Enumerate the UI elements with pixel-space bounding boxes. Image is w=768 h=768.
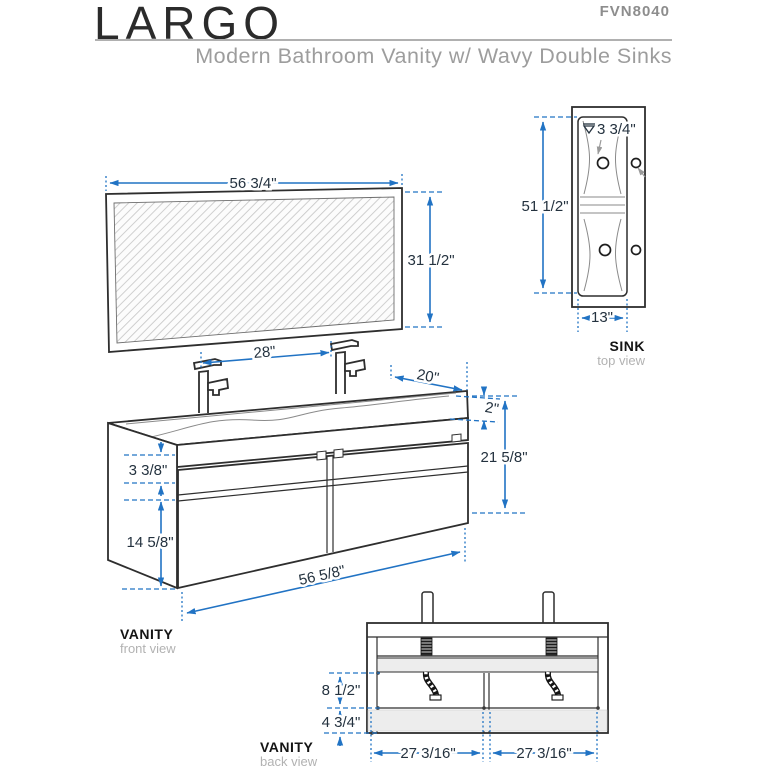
dimension-back-bottom-height: 4 3/4" xyxy=(319,710,377,746)
faucet-right xyxy=(329,339,366,394)
sink-rim-line xyxy=(125,392,457,425)
sink-top-view: 3 3/4" 51 1/2" 13" SINK top view xyxy=(519,106,646,368)
dimension-drain-depth: 3 3/4" xyxy=(582,119,646,178)
sink-length-value: 51 1/2" xyxy=(521,198,568,215)
dimension-counter-thickness: 2" xyxy=(449,386,502,430)
drain-depth-value: 3 3/4" xyxy=(597,121,636,138)
dimension-mirror-height: 31 1/2" xyxy=(405,191,457,328)
ref-dot xyxy=(596,706,600,710)
dimension-back-drawer-height: 8 1/2" xyxy=(319,672,380,709)
dimension-counter-depth: 20" xyxy=(390,362,468,392)
faucet-pipe-right xyxy=(542,591,555,627)
faucet-hole-top xyxy=(630,157,642,169)
wavy-basin-line xyxy=(141,395,450,440)
vanity-front-view: 28" 20" 2" 21 5/8" xyxy=(107,339,530,656)
faucet-shank-left xyxy=(420,637,433,656)
faucet-hole-bottom xyxy=(630,244,642,256)
back-left-width-value: 27 3/16" xyxy=(400,745,455,762)
page-subtitle: Modern Bathroom Vanity w/ Wavy Double Si… xyxy=(195,44,672,68)
drawer-handle-center-left xyxy=(316,450,327,461)
vanity-back-label: VANITY xyxy=(260,739,313,755)
drain-trap-left xyxy=(422,671,442,701)
mirror-front-view: 56 3/4" 31 1/2" xyxy=(105,173,457,353)
sink-width-value: 13" xyxy=(591,309,613,326)
model-number: FVN8040 xyxy=(599,3,670,20)
faucet-left xyxy=(192,358,229,413)
overall-height-value: 21 5/8" xyxy=(480,449,527,466)
back-upper-band xyxy=(376,657,599,673)
back-bottom-height-value: 4 3/4" xyxy=(322,714,361,731)
mirror-height-value: 31 1/2" xyxy=(407,252,454,269)
faucet-shank-right xyxy=(545,637,558,656)
drawer-gap-line-2 xyxy=(177,471,469,502)
header-divider xyxy=(95,39,672,41)
upper-drawer-value: 3 3/8" xyxy=(129,462,168,479)
counter-thickness-value: 2" xyxy=(484,399,500,418)
dimension-faucet-spacing: 28" xyxy=(200,341,332,368)
sink-view-label: SINK xyxy=(610,338,645,354)
vanity-front-label: VANITY xyxy=(120,626,173,642)
drain-hole-bottom xyxy=(598,243,612,257)
dimension-upper-drawer: 3 3/8" xyxy=(124,442,175,496)
drain-hole-top xyxy=(596,156,610,170)
vanity-back-view: 8 1/2" 4 3/4" 27 3/16" 27 3/16" VANITY b… xyxy=(260,591,609,768)
mirror-glass-hatched xyxy=(113,196,395,344)
sink-view-sublabel: top view xyxy=(597,353,645,368)
vanity-front-sublabel: front view xyxy=(120,641,176,656)
ref-dot xyxy=(482,706,486,710)
dimension-mirror-width: 56 3/4" xyxy=(105,173,403,195)
dimension-sink-width: 13" xyxy=(577,299,628,332)
vanity-width-value: 56 5/8" xyxy=(297,562,347,589)
lower-drawer-value: 14 5/8" xyxy=(126,534,173,551)
dimension-sink-length: 51 1/2" xyxy=(519,116,577,294)
dimension-lower-drawer: 14 5/8" xyxy=(122,499,178,590)
sink-basin-wavy-contours xyxy=(580,120,625,292)
drawer-gap-line-1 xyxy=(177,465,469,496)
drain-trap-right xyxy=(544,671,564,701)
page-title: LARGO xyxy=(94,0,286,49)
back-drawer-height-value: 8 1/2" xyxy=(322,682,361,699)
counter-depth-value: 20" xyxy=(415,366,440,387)
back-right-width-value: 27 3/16" xyxy=(516,745,571,762)
drawer-handle-right xyxy=(451,433,462,443)
cabinet-left-panel xyxy=(107,421,178,590)
depth-symbol-icon xyxy=(582,123,596,135)
dimension-overall-height: 21 5/8" xyxy=(472,395,530,514)
back-lower-band xyxy=(367,709,608,732)
drawer-handle-center-right xyxy=(333,448,344,459)
sink-basin-rim xyxy=(577,116,628,297)
faucet-pipe-left xyxy=(421,591,434,627)
faucet-spacing-value: 28" xyxy=(253,343,276,362)
vanity-back-sublabel: back view xyxy=(260,754,318,768)
mirror-width-value: 56 3/4" xyxy=(229,175,276,192)
dimension-back-widths: 27 3/16" 27 3/16" xyxy=(370,712,598,765)
